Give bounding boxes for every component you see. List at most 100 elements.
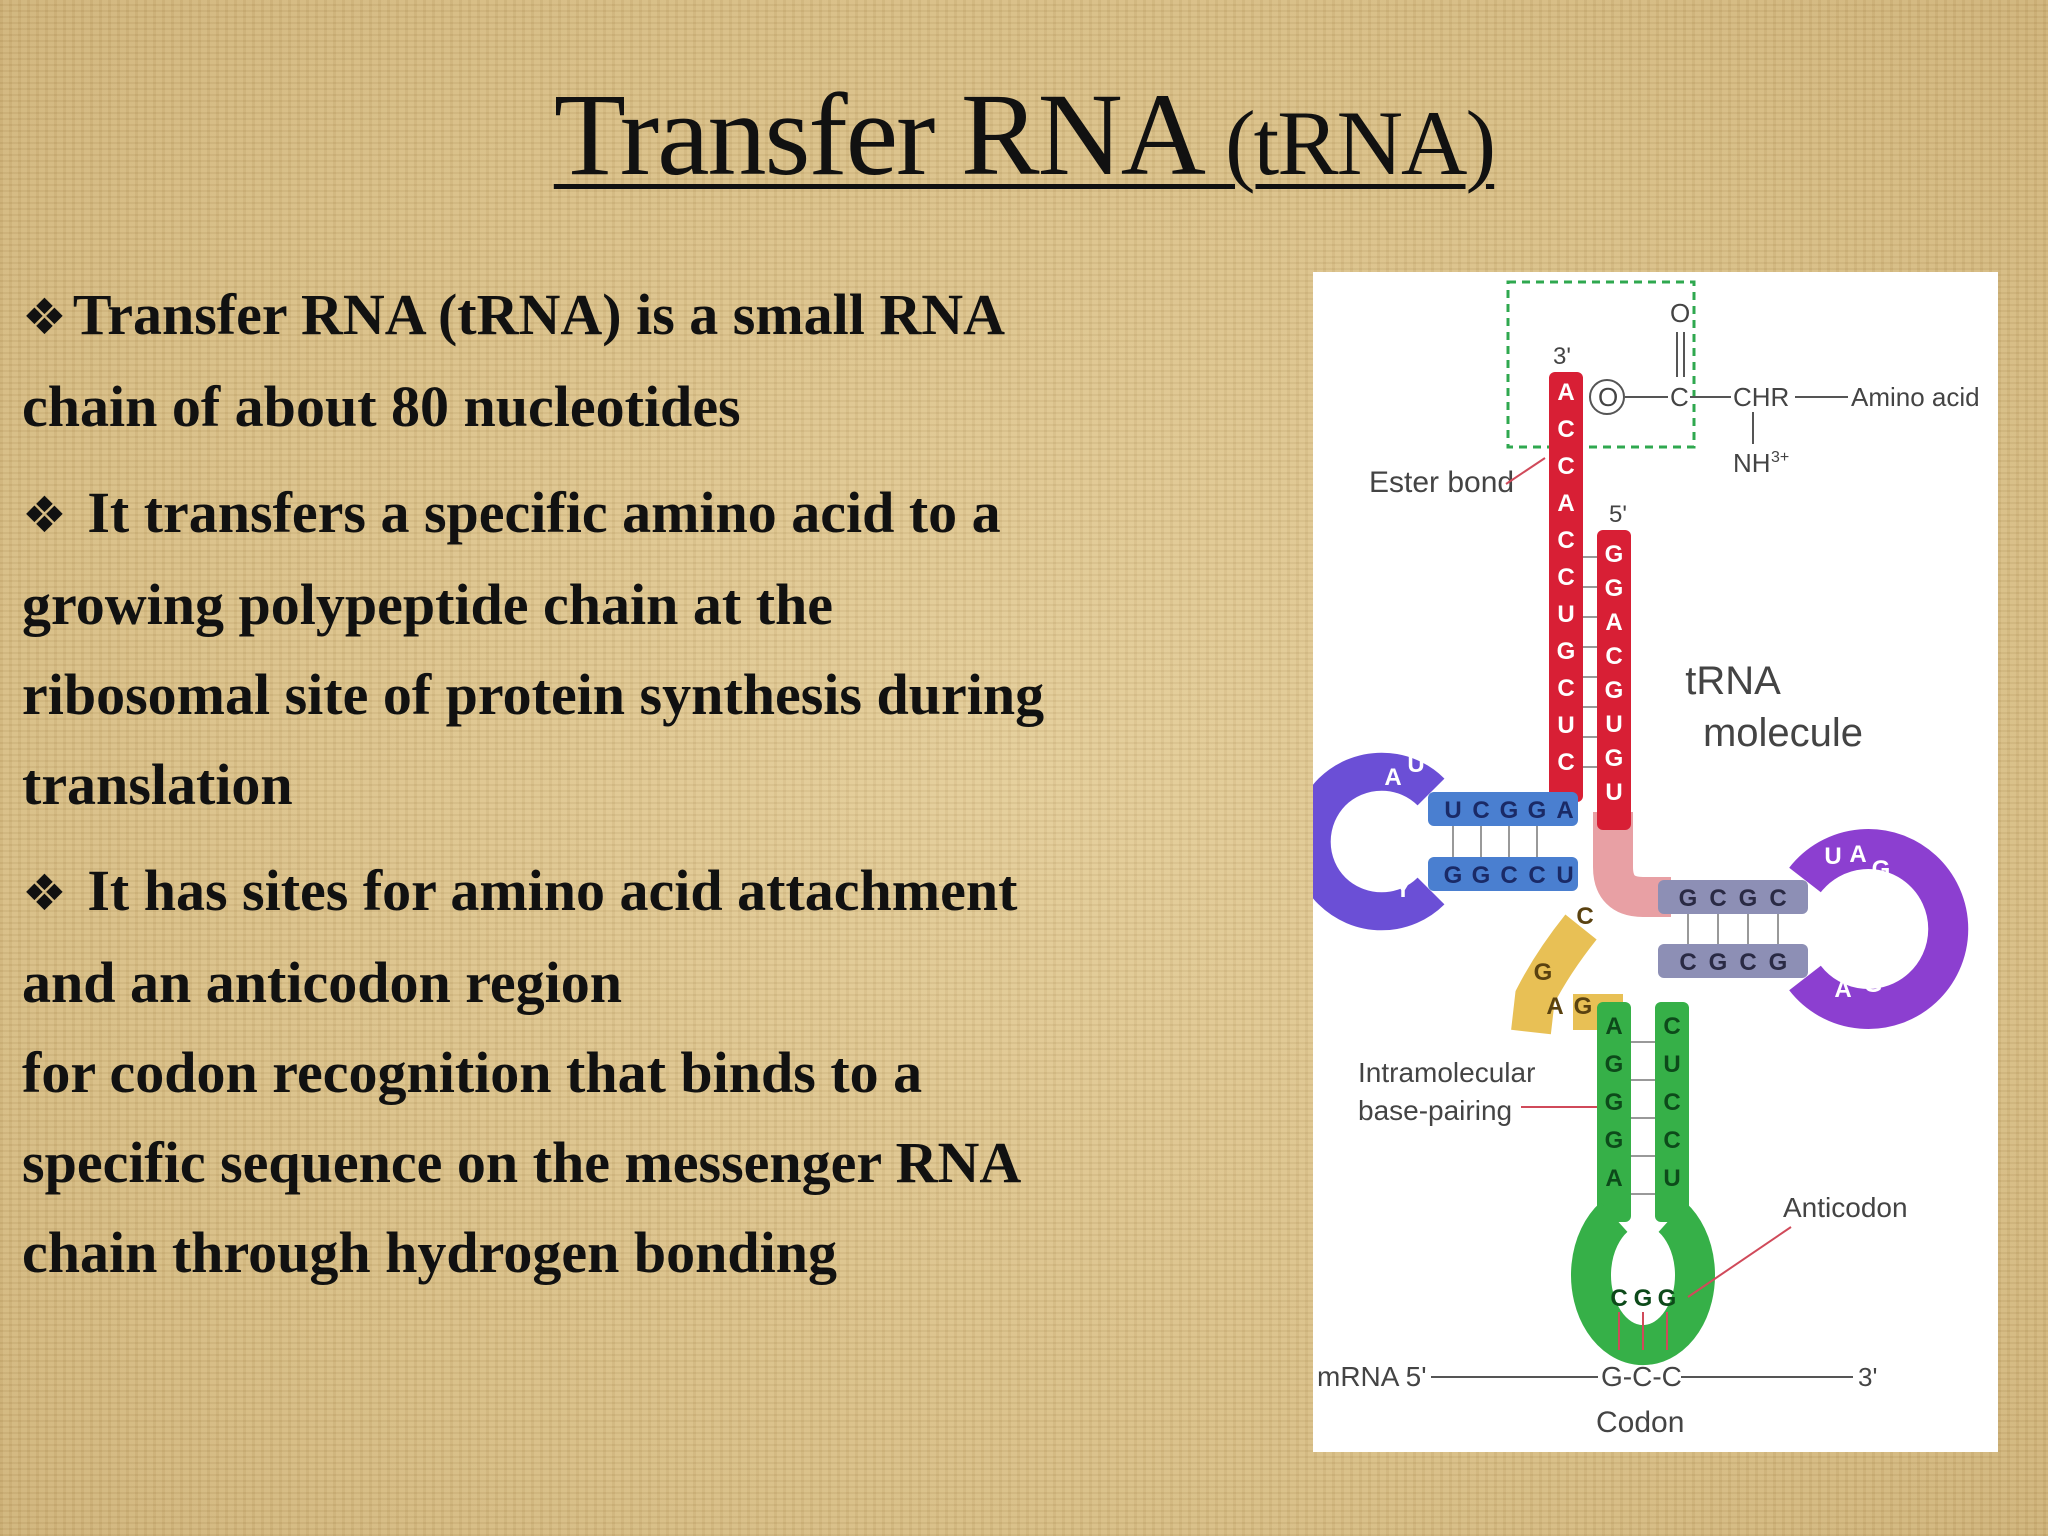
- anticodon-pair-lines: [1631, 1041, 1655, 1195]
- t-arm-bottom: [1658, 944, 1808, 978]
- nucleotide-base: C: [1679, 949, 1696, 976]
- mrna-three-prime-label: 3': [1858, 1362, 1877, 1392]
- connector-segment: [1593, 812, 1671, 917]
- nucleotide-base: U: [1605, 711, 1622, 738]
- nucleotide-base: G: [1605, 745, 1624, 772]
- nh3-label: NH: [1733, 448, 1771, 478]
- nucleotide-base: A: [1557, 490, 1574, 517]
- nucleotide-base: G: [1574, 993, 1593, 1020]
- bullet-text: It transfers a specific amino acid to a: [72, 480, 1001, 545]
- bullet-text: It has sites for amino acid attachment: [72, 858, 1018, 923]
- amino-acid-box: [1506, 280, 1696, 449]
- nucleotide-base: C: [1557, 453, 1574, 480]
- nucleotide-base: G: [1605, 677, 1624, 704]
- nh3-charge-label: 3+: [1771, 449, 1789, 466]
- nucleotide-base: G: [1605, 1051, 1624, 1078]
- t-loop: [1789, 829, 1969, 1029]
- nucleotide-base: C: [1769, 885, 1786, 912]
- bullet-line: specific sequence on the messenger RNA: [22, 1130, 1022, 1195]
- ester-oxygen-label: O: [1598, 382, 1618, 412]
- nucleotide-base: C: [1576, 903, 1593, 930]
- bullet-line: ribosomal site of protein synthesis duri…: [22, 662, 1045, 727]
- nucleotide-base: C: [1890, 879, 1907, 906]
- nucleotide-base: U: [1605, 779, 1622, 806]
- nucleotide-base: C: [1557, 416, 1574, 443]
- bullet-line: ❖Transfer RNA (tRNA) is a small RNA: [22, 270, 1262, 362]
- bullet-diamond-icon: ❖: [22, 288, 67, 346]
- nucleotide-base: C: [1663, 1127, 1680, 1154]
- nucleotide-base: G: [1528, 797, 1547, 824]
- trna-molecule-label-line1: tRNA: [1685, 659, 1781, 703]
- t-arm-pair-lines: [1687, 914, 1779, 944]
- carbon-label: C: [1670, 382, 1689, 412]
- nucleotide-base: G: [1605, 1127, 1624, 1154]
- nucleotide-base: G: [1444, 862, 1463, 889]
- nucleotide-base: U: [1663, 1165, 1680, 1192]
- bullet-line: and an anticodon region: [22, 950, 623, 1015]
- nucleotide-base: U: [1663, 1051, 1680, 1078]
- nucleotide-base: G: [1605, 1089, 1624, 1116]
- nucleotide-base: G: [1634, 1285, 1653, 1312]
- nucleotide-base: A: [1556, 797, 1573, 824]
- chr-label: CHR: [1733, 382, 1789, 412]
- three-prime-top-label: 3': [1553, 343, 1571, 370]
- nucleotide-base: A: [1384, 764, 1401, 791]
- nucleotide-base: C: [1366, 861, 1383, 888]
- nucleotide-base: G: [1872, 856, 1891, 883]
- intramolecular-label-line2: base-pairing: [1358, 1095, 1512, 1126]
- ester-bond-pointer-line: [1505, 457, 1546, 485]
- nucleotide-base: C: [1663, 1013, 1680, 1040]
- nucleotide-base: C: [1605, 643, 1622, 670]
- d-arm-top: [1428, 792, 1578, 826]
- codon-bases-label: G-C-C: [1601, 1361, 1682, 1392]
- anticodon-stem-right: [1655, 1002, 1689, 1222]
- nucleotide-base: C: [1500, 862, 1517, 889]
- nucleotide-base: A: [1605, 1013, 1622, 1040]
- nucleotide-base: A: [1605, 609, 1622, 636]
- bullet-line: ❖ It has sites for amino acid attachment: [22, 846, 1262, 938]
- mrna-label: mRNA 5': [1317, 1361, 1427, 1392]
- nucleotide-base: Y: [1395, 876, 1411, 903]
- bullet-item: ❖ It has sites for amino acid attachment…: [22, 846, 1262, 1298]
- nucleotide-base: C: [1663, 1089, 1680, 1116]
- codon-label: Codon: [1596, 1406, 1684, 1439]
- nucleotide-base: C: [1472, 797, 1489, 824]
- nucleotide-base: G: [1679, 885, 1698, 912]
- trna-molecule-label-line2: molecule: [1703, 711, 1863, 755]
- nucleotide-base: U: [1556, 862, 1573, 889]
- nucleotide-base: G: [1605, 575, 1624, 602]
- nucleotide-base: C: [1557, 675, 1574, 702]
- nucleotide-base: A: [1892, 951, 1909, 978]
- d-loop: [1313, 752, 1445, 931]
- bullet-line: ❖ It transfers a specific amino acid to …: [22, 468, 1262, 560]
- nucleotide-base: U: [1557, 601, 1574, 628]
- nucleotide-base: U: [1407, 751, 1424, 778]
- nucleotide-base: A: [1834, 976, 1851, 1003]
- nucleotide-base: A: [1546, 993, 1563, 1020]
- d-arm-pair-lines: [1452, 826, 1538, 857]
- nucleotide-base: G: [1658, 1285, 1677, 1312]
- anticodon-label: Anticodon: [1783, 1192, 1908, 1223]
- five-prime-top-label: 5': [1609, 501, 1627, 528]
- bullet-line: growing polypeptide chain at the: [22, 572, 834, 637]
- nucleotide-base: G: [1709, 949, 1728, 976]
- slide-title: Transfer RNA (tRNA): [0, 70, 2048, 208]
- nucleotide-base: C: [1610, 1285, 1627, 1312]
- intramolecular-label-line1: Intramolecular: [1358, 1057, 1535, 1088]
- nucleotide-base: U: [1824, 843, 1841, 870]
- title-paren: (tRNA): [1225, 92, 1496, 194]
- nucleotide-base: G: [1534, 959, 1553, 986]
- anticodon-stem-left: [1597, 1002, 1631, 1222]
